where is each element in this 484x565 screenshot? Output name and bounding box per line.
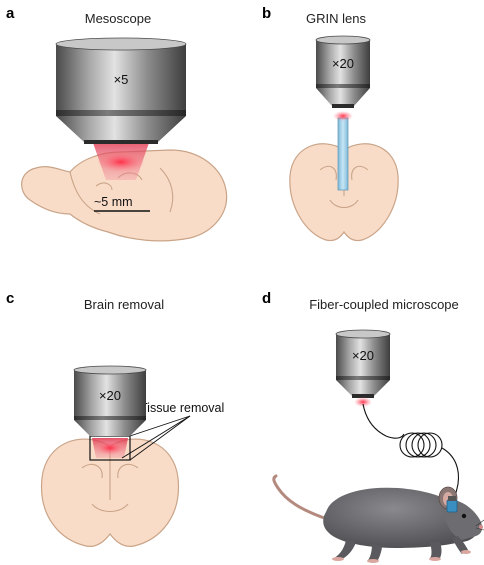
scale-label: ~5 mm [94,195,133,209]
panel-a: a Mesoscope ×5 ~5 mm [6,5,228,242]
fiber-glow [354,397,372,407]
callout-line-2 [129,415,191,461]
panel-c: c Brain removal Tissue removal ×20 [6,290,224,547]
objective-x5-label: ×5 [114,72,129,87]
objective-b-label: ×20 [332,56,354,71]
panel-b: b GRIN lens ×20 [262,5,399,242]
panel-a-title: Mesoscope [85,11,151,26]
panel-c-title: Brain removal [84,297,164,312]
illumination-spot-a [97,152,145,172]
objective-d-label: ×20 [352,348,374,363]
coronal-brain-b [289,143,399,242]
objective-d-x20: ×20 [335,329,391,398]
panel-b-title: GRIN lens [306,11,366,26]
callout-line-3 [121,415,191,459]
head-mounted-microscope [446,496,458,513]
panel-a-letter: a [6,5,15,22]
illumination-spot-c [96,441,124,455]
callout-line-1 [129,415,191,437]
mouse [272,474,484,563]
panel-d-title: Fiber-coupled microscope [309,297,459,312]
grin-glow [333,111,353,121]
panel-d: d Fiber-coupled microscope ×20 [262,290,484,563]
objective-c-label: ×20 [99,388,121,403]
objective-x5: ×5 [55,37,187,144]
grin-lens-rod [337,117,349,191]
panel-b-letter: b [262,5,271,22]
tissue-removal-label: Tissue removal [140,401,224,415]
objective-b-x20: ×20 [315,35,371,108]
panel-c-letter: c [6,290,14,307]
objective-c-x20: ×20 [73,365,147,436]
panel-d-letter: d [262,290,271,307]
